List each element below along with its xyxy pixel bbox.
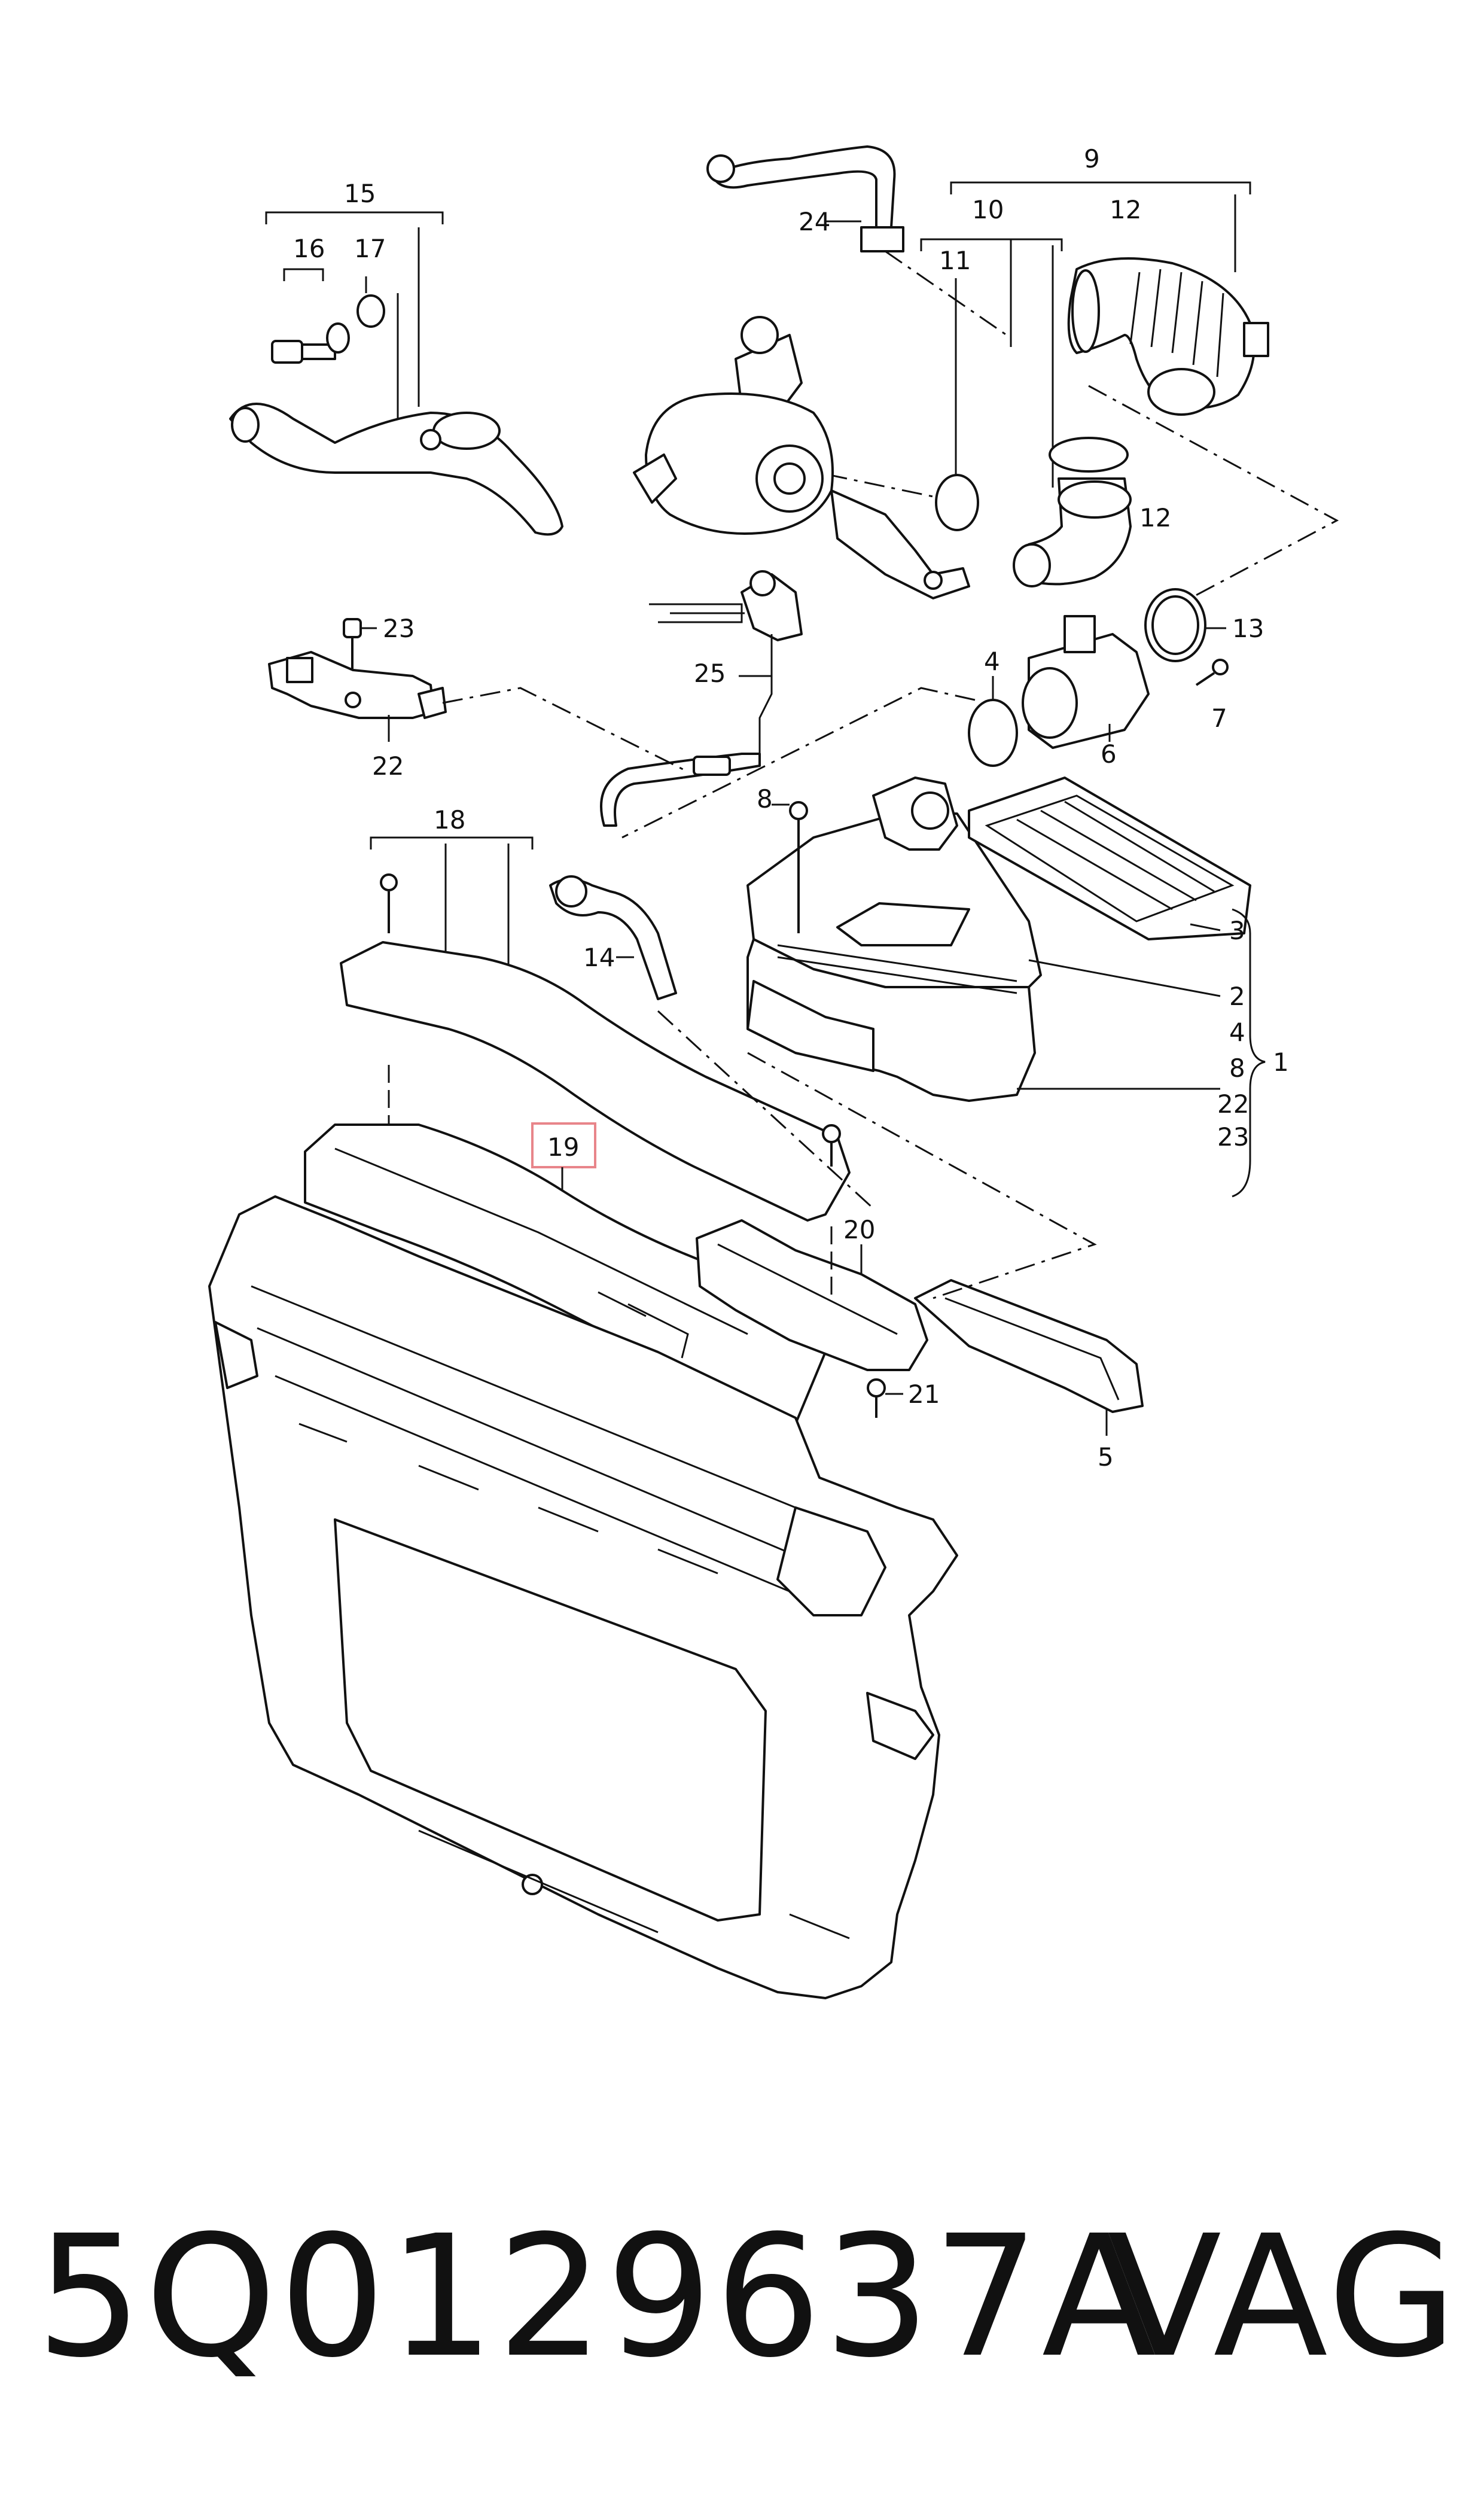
callout-4: 4	[984, 647, 1000, 676]
callout-6: 6	[1101, 739, 1117, 769]
callout-1: 1	[1273, 1048, 1289, 1077]
bracket-group-1	[1017, 908, 1266, 1198]
callout-16: 16	[293, 234, 325, 263]
o-ring-11	[935, 474, 979, 531]
hose-15	[229, 403, 563, 536]
callout-17: 17	[354, 234, 386, 263]
callout-23-right: 23	[1217, 1122, 1249, 1152]
intake-hose-9	[1067, 257, 1269, 416]
callout-12: 12	[1139, 503, 1171, 532]
bracket-group-9	[920, 181, 1251, 488]
screw-7	[1195, 659, 1229, 686]
callout-labels: 1 2 3 4 4 5 6 7 8 8 9 10 11 12 12 13 14 …	[293, 144, 1289, 1472]
air-duct-19	[304, 1123, 827, 1425]
callout-21: 21	[908, 1380, 940, 1409]
callout-19: 19	[547, 1132, 579, 1162]
callout-15: 15	[344, 179, 376, 208]
callout-8: 8	[757, 784, 773, 814]
part-number: 5Q0129637A	[36, 2200, 1159, 2395]
callout-7: 7	[1211, 704, 1227, 733]
callout-9: 9	[1084, 144, 1100, 173]
bolt-18-right	[822, 1124, 841, 1167]
bracket-22	[268, 651, 447, 719]
brand-name: VAG	[1107, 2200, 1459, 2395]
callout-18: 18	[434, 805, 465, 835]
turbocharger	[633, 316, 970, 599]
bracket-group-15	[265, 211, 444, 419]
callout-20: 20	[843, 1215, 875, 1244]
parts-diagram: 1 2 3 4 4 5 6 7 8 8 9 10 11 12 12 13 14 …	[208, 144, 1339, 1999]
callout-11: 11	[939, 246, 971, 275]
screw-21	[867, 1378, 903, 1418]
duct-5	[914, 1279, 1144, 1436]
cross-member-18	[340, 941, 851, 1222]
clamp-13	[1144, 588, 1226, 662]
callout-5: 5	[1098, 1442, 1114, 1472]
hose-24	[706, 145, 1011, 339]
callout-10: 10	[972, 195, 1004, 224]
wiring-harness-25	[600, 570, 803, 827]
callout-12-top: 12	[1110, 195, 1141, 224]
bracket-20	[696, 1219, 928, 1371]
callout-3: 3	[1229, 916, 1245, 945]
bracket-group-18	[370, 836, 534, 987]
callout-22: 22	[372, 751, 404, 781]
air-filter-box	[746, 777, 1042, 1102]
screw-8	[772, 801, 808, 933]
callout-23: 23	[383, 614, 415, 643]
callout-2: 2	[1229, 982, 1245, 1011]
hose-14	[549, 875, 677, 1000]
elbow-10	[1013, 437, 1132, 587]
callout-14: 14	[583, 943, 615, 972]
footer: 5Q0129637A VAG	[36, 2200, 1459, 2395]
o-ring-4	[968, 699, 1018, 767]
bolt-16	[271, 294, 385, 364]
filter-element-3	[968, 777, 1251, 940]
callout-8-right: 8	[1229, 1054, 1245, 1083]
callout-22-right: 22	[1217, 1089, 1249, 1119]
callout-24: 24	[799, 207, 830, 236]
callout-4-right: 4	[1229, 1018, 1245, 1047]
bolt-23-upper	[343, 618, 377, 670]
callout-25: 25	[694, 659, 726, 688]
radiator-support-frame	[208, 1195, 958, 1999]
callout-13: 13	[1232, 614, 1264, 643]
maf-sensor-6	[1022, 615, 1150, 749]
highlight-callout-19	[531, 1122, 596, 1191]
